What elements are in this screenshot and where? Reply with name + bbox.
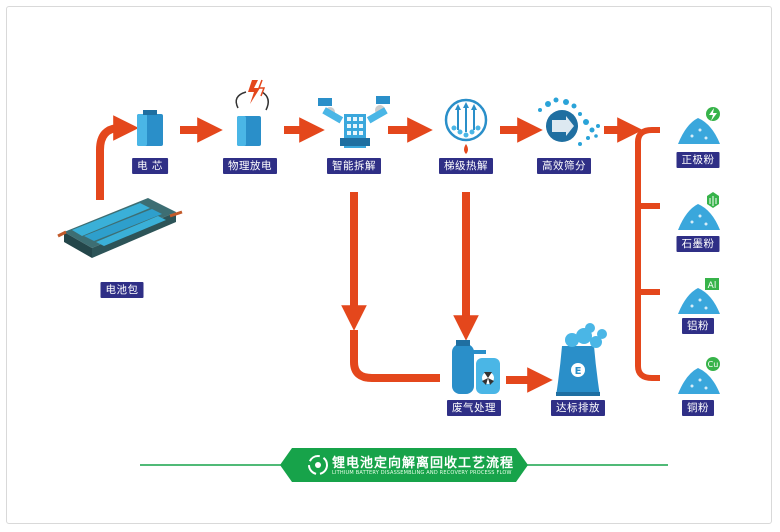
gas-treatment-label: 废气处理	[447, 400, 501, 416]
powder-pile-icon	[678, 118, 720, 394]
heat-icon	[444, 98, 488, 154]
screening-label: 高效筛分	[537, 158, 591, 174]
battery-cell-icon	[137, 110, 163, 146]
cell-label: 电 芯	[132, 158, 168, 174]
arrow-pack-to-cell	[96, 115, 139, 200]
copper-powder-label: 铜粉	[682, 400, 714, 416]
discharge-label: 物理放电	[223, 158, 277, 174]
banner-subtitle: LITHIUM BATTERY DISASSEMBLING AND RECOVE…	[332, 470, 512, 476]
aluminum-powder-label: 铝粉	[682, 318, 714, 334]
cathode-powder-label: 正极粉	[676, 152, 720, 168]
svg-text:E: E	[575, 366, 582, 377]
battery-pack-icon	[57, 198, 183, 258]
gas-tank-icon	[452, 340, 500, 394]
emission-label: 达标排放	[551, 400, 605, 416]
product-bracket	[635, 127, 660, 381]
battery-pack-label: 电池包	[100, 282, 144, 298]
aluminum-badge: Al	[705, 278, 719, 291]
diagram-frame	[6, 6, 772, 524]
banner-title: 锂电池定向解离回收工艺流程	[332, 456, 515, 471]
copper-badge: Cu	[706, 357, 720, 371]
factory-icon: E	[556, 323, 607, 396]
thermal-label: 梯级热解	[439, 158, 493, 174]
banner-background	[280, 448, 528, 482]
graphite-badge-icon	[707, 192, 719, 208]
sieve-icon	[538, 97, 600, 146]
graphite-powder-label: 石墨粉	[676, 236, 720, 252]
recycle-icon	[308, 455, 328, 475]
lightning-badge-icon	[706, 107, 720, 121]
robot-arm-icon	[318, 96, 390, 148]
copper-badge-text: Cu	[708, 360, 719, 369]
discharge-icon	[235, 79, 269, 146]
aluminum-badge-text: Al	[708, 281, 717, 291]
arrow-dismantle-to-gas	[350, 330, 440, 382]
dismantle-label: 智能拆解	[327, 158, 381, 174]
